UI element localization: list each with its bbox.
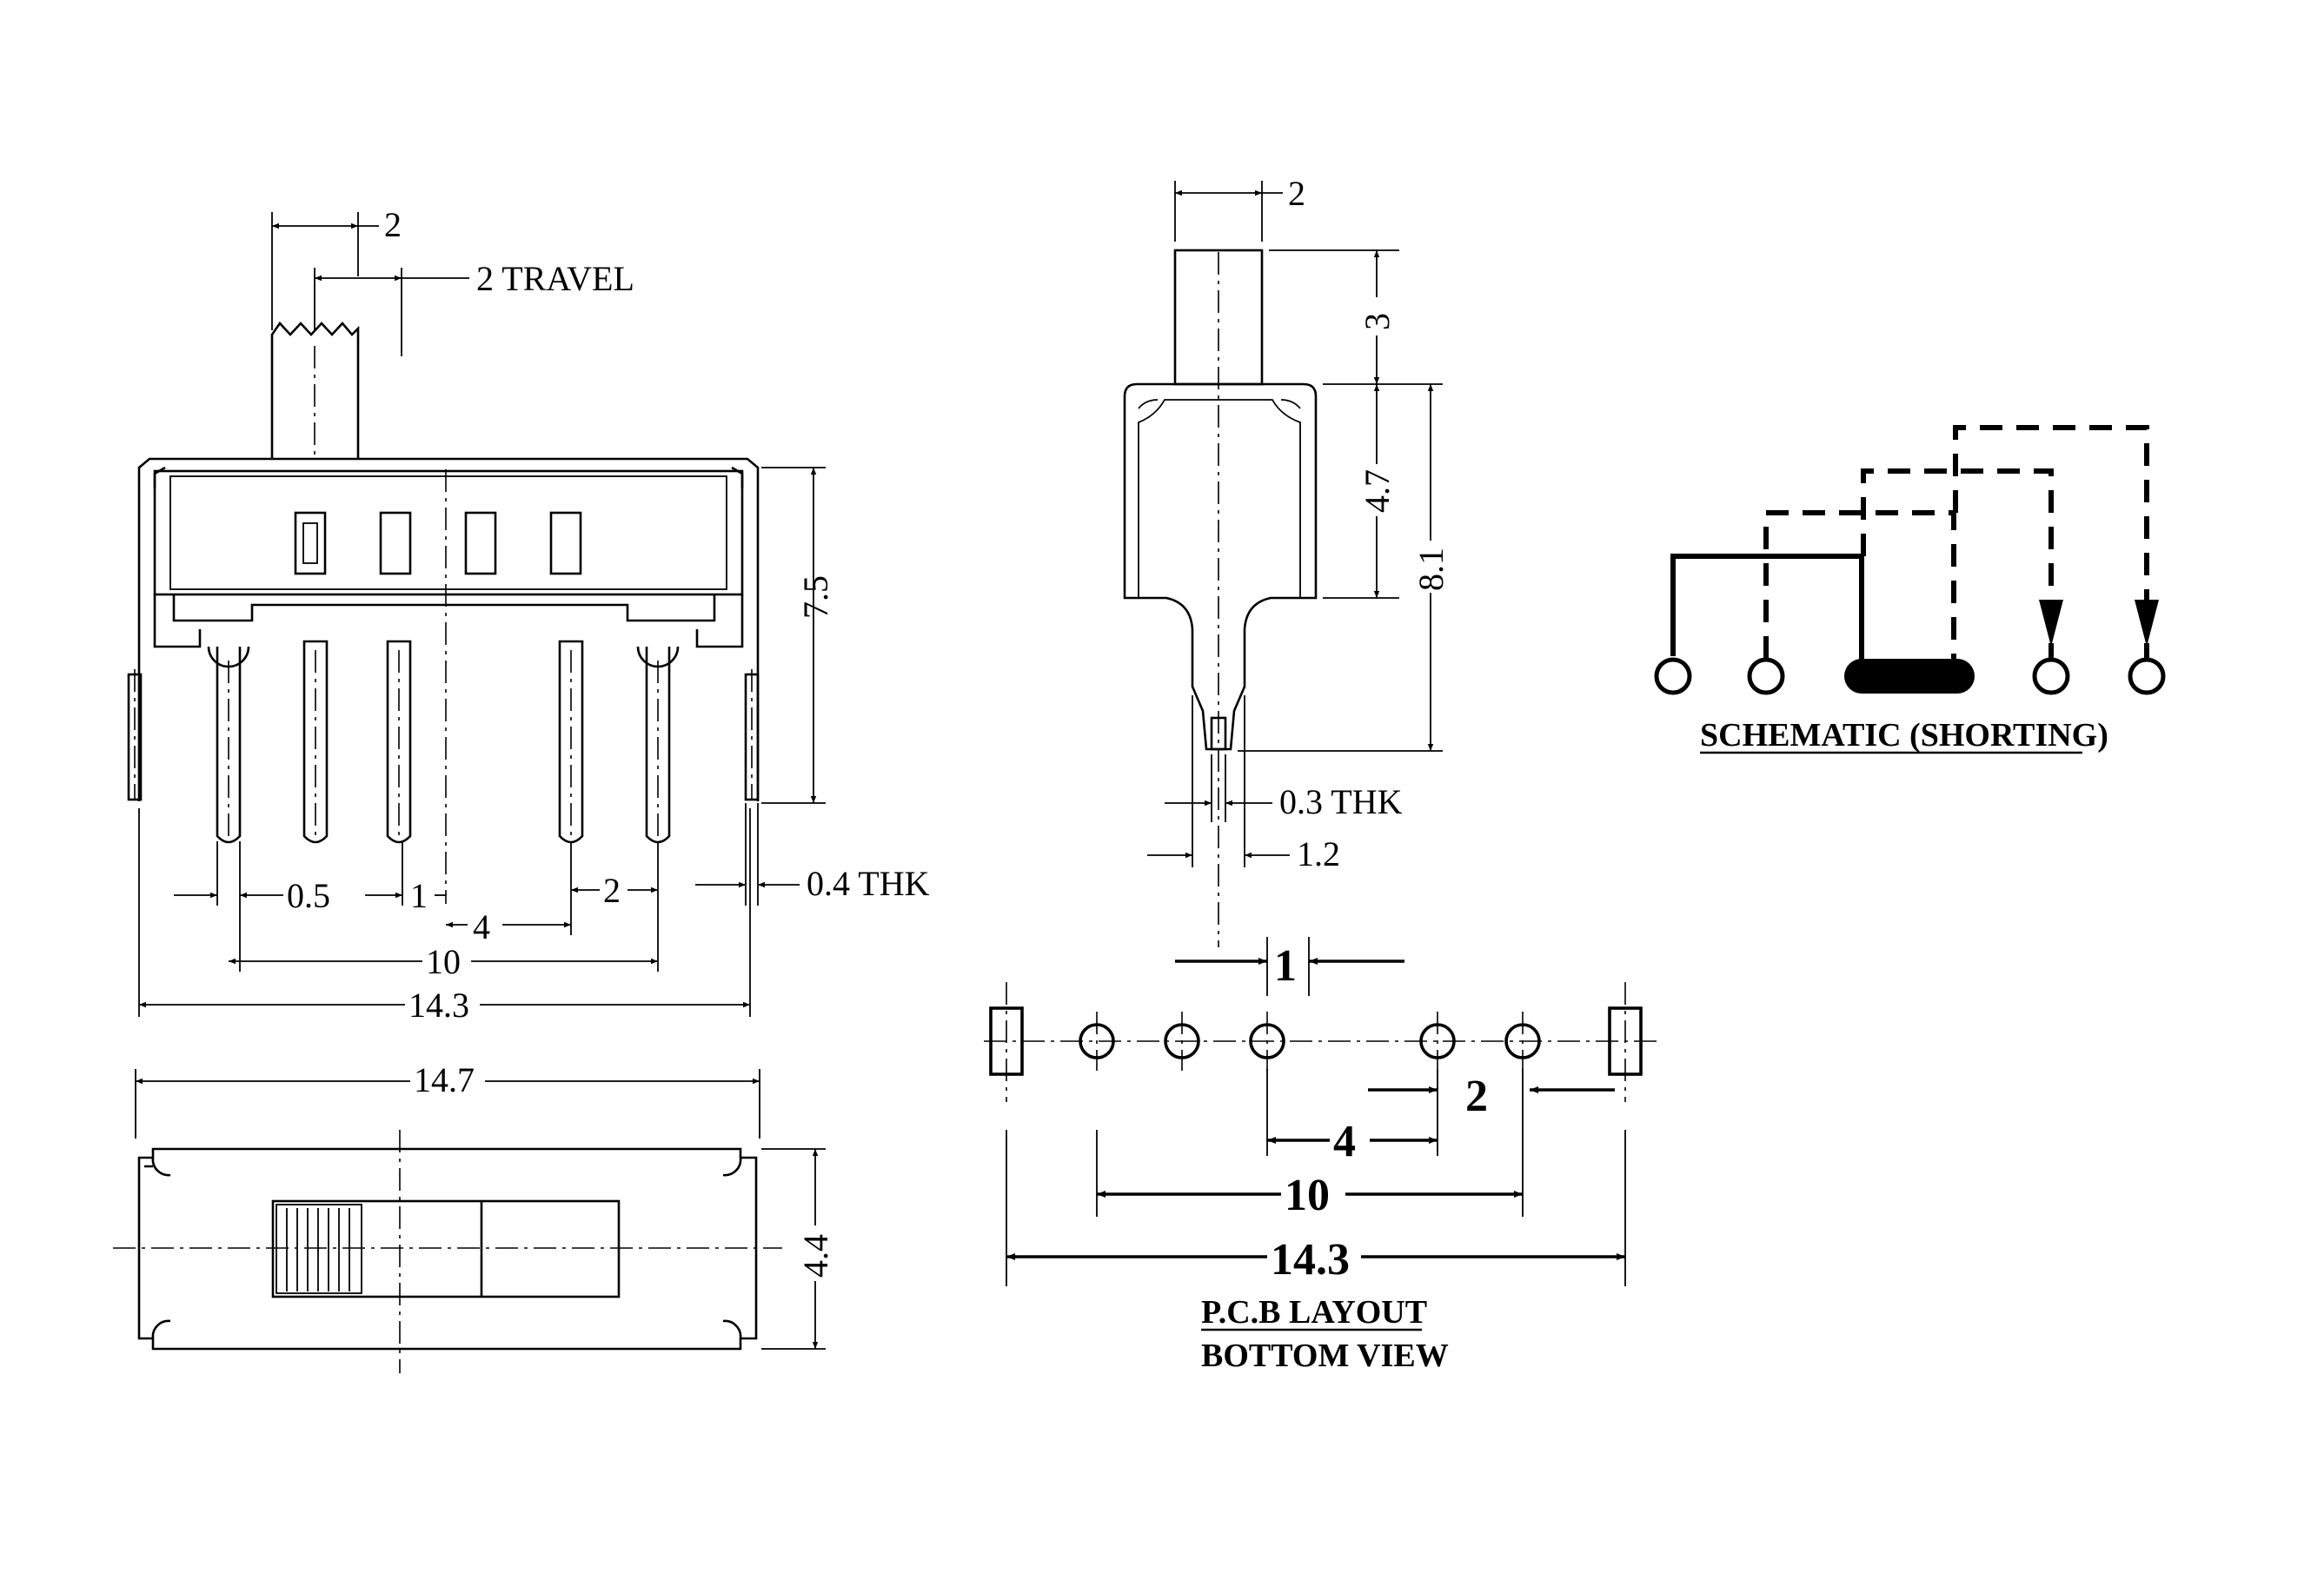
dim-travel: 2 TRAVEL: [476, 259, 634, 298]
shorting-contact-icon: [1844, 659, 1975, 694]
terminal-icon: [2032, 657, 2070, 695]
schematic: SCHEMATIC (SHORTING): [1654, 425, 2166, 754]
arrow-down-icon: [2039, 600, 2063, 647]
dim-pin-pitch-1: 1: [410, 876, 428, 915]
dim-pin-width-side: 1.2: [1297, 834, 1340, 873]
dim-pin-width: 0.5: [287, 876, 330, 915]
dim-pin-pitch-2: 2: [603, 871, 621, 910]
dim-overall: 14.3: [408, 986, 469, 1025]
top-view: 14.7 4.4: [113, 1060, 835, 1373]
pcb-title-line2: BOTTOM VIEW: [1201, 1338, 1449, 1374]
dim-total-height: 8.1: [1411, 548, 1451, 591]
front-view: 2 2 TRAVEL 7.5 0.5 1 4 2 0.4 THK 10 14.3: [127, 205, 930, 1025]
dim-actuator: 2: [1288, 174, 1305, 213]
arrow-down-icon: [2135, 600, 2159, 647]
dim-length: 14.7: [414, 1060, 475, 1099]
pcb-dim-pitch-4: 4: [1333, 1117, 1356, 1166]
terminal-icon: [1747, 657, 1785, 695]
dim-actuator-height: 3: [1358, 313, 1397, 330]
terminal-icon: [2128, 657, 2166, 695]
schematic-title: SCHEMATIC (SHORTING): [1700, 717, 2108, 754]
dim-pin-thk: 0.3 THK: [1279, 782, 1403, 821]
dim-pin-span: 10: [426, 942, 461, 981]
side-view: 2 3 4.7 8.1 0.3 THK 1.2: [1123, 174, 1451, 947]
pcb-dim-span-10: 10: [1285, 1171, 1330, 1220]
dim-height: 7.5: [796, 575, 835, 619]
dim-pin-pitch-4: 4: [473, 907, 490, 946]
pcb-dim-span-14: 14.3: [1271, 1235, 1350, 1285]
pcb-dim-pitch-2: 2: [1465, 1072, 1488, 1121]
dim-actuator-width: 2: [384, 205, 402, 244]
dim-width: 4.4: [796, 1234, 835, 1278]
dim-body-height: 4.7: [1358, 469, 1397, 513]
terminal-icon: [1654, 657, 1692, 695]
pcb-dim-hole: 1: [1274, 941, 1297, 991]
pcb-layout: 1 2 4 10 14.3 P.C.B LAYOUT BOTTOM VIEW: [984, 937, 1660, 1374]
dim-tab-thk: 0.4 THK: [807, 864, 930, 903]
pcb-title-line1: P.C.B LAYOUT: [1201, 1294, 1427, 1331]
